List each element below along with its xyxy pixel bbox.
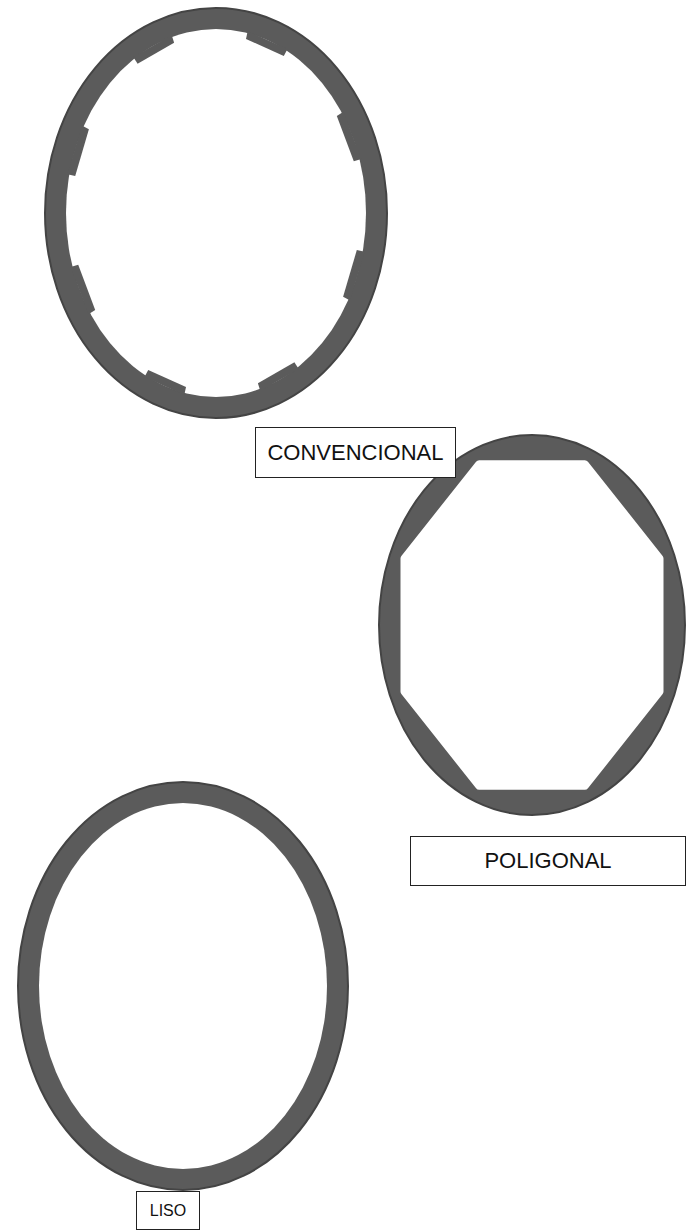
conventional-bore (45, 8, 387, 418)
rifling-land (258, 362, 299, 391)
label-box: POLIGONAL (410, 836, 686, 886)
rifling-land (343, 250, 365, 300)
label-box: CONVENCIONAL (255, 427, 456, 478)
rifling-land (246, 31, 288, 56)
polygonal-bore (379, 435, 685, 815)
bore-type-label: POLIGONAL (484, 848, 611, 874)
bore-type-label: LISO (150, 1202, 186, 1220)
label-box: LISO (136, 1191, 200, 1230)
rifling-land (71, 265, 96, 314)
bore-type-label: CONVENCIONAL (267, 440, 443, 466)
rifling-land (67, 126, 89, 176)
rifling-land (337, 112, 362, 161)
rifling-land (145, 370, 187, 395)
rifling-land (133, 35, 174, 64)
smooth-bore (18, 782, 348, 1190)
